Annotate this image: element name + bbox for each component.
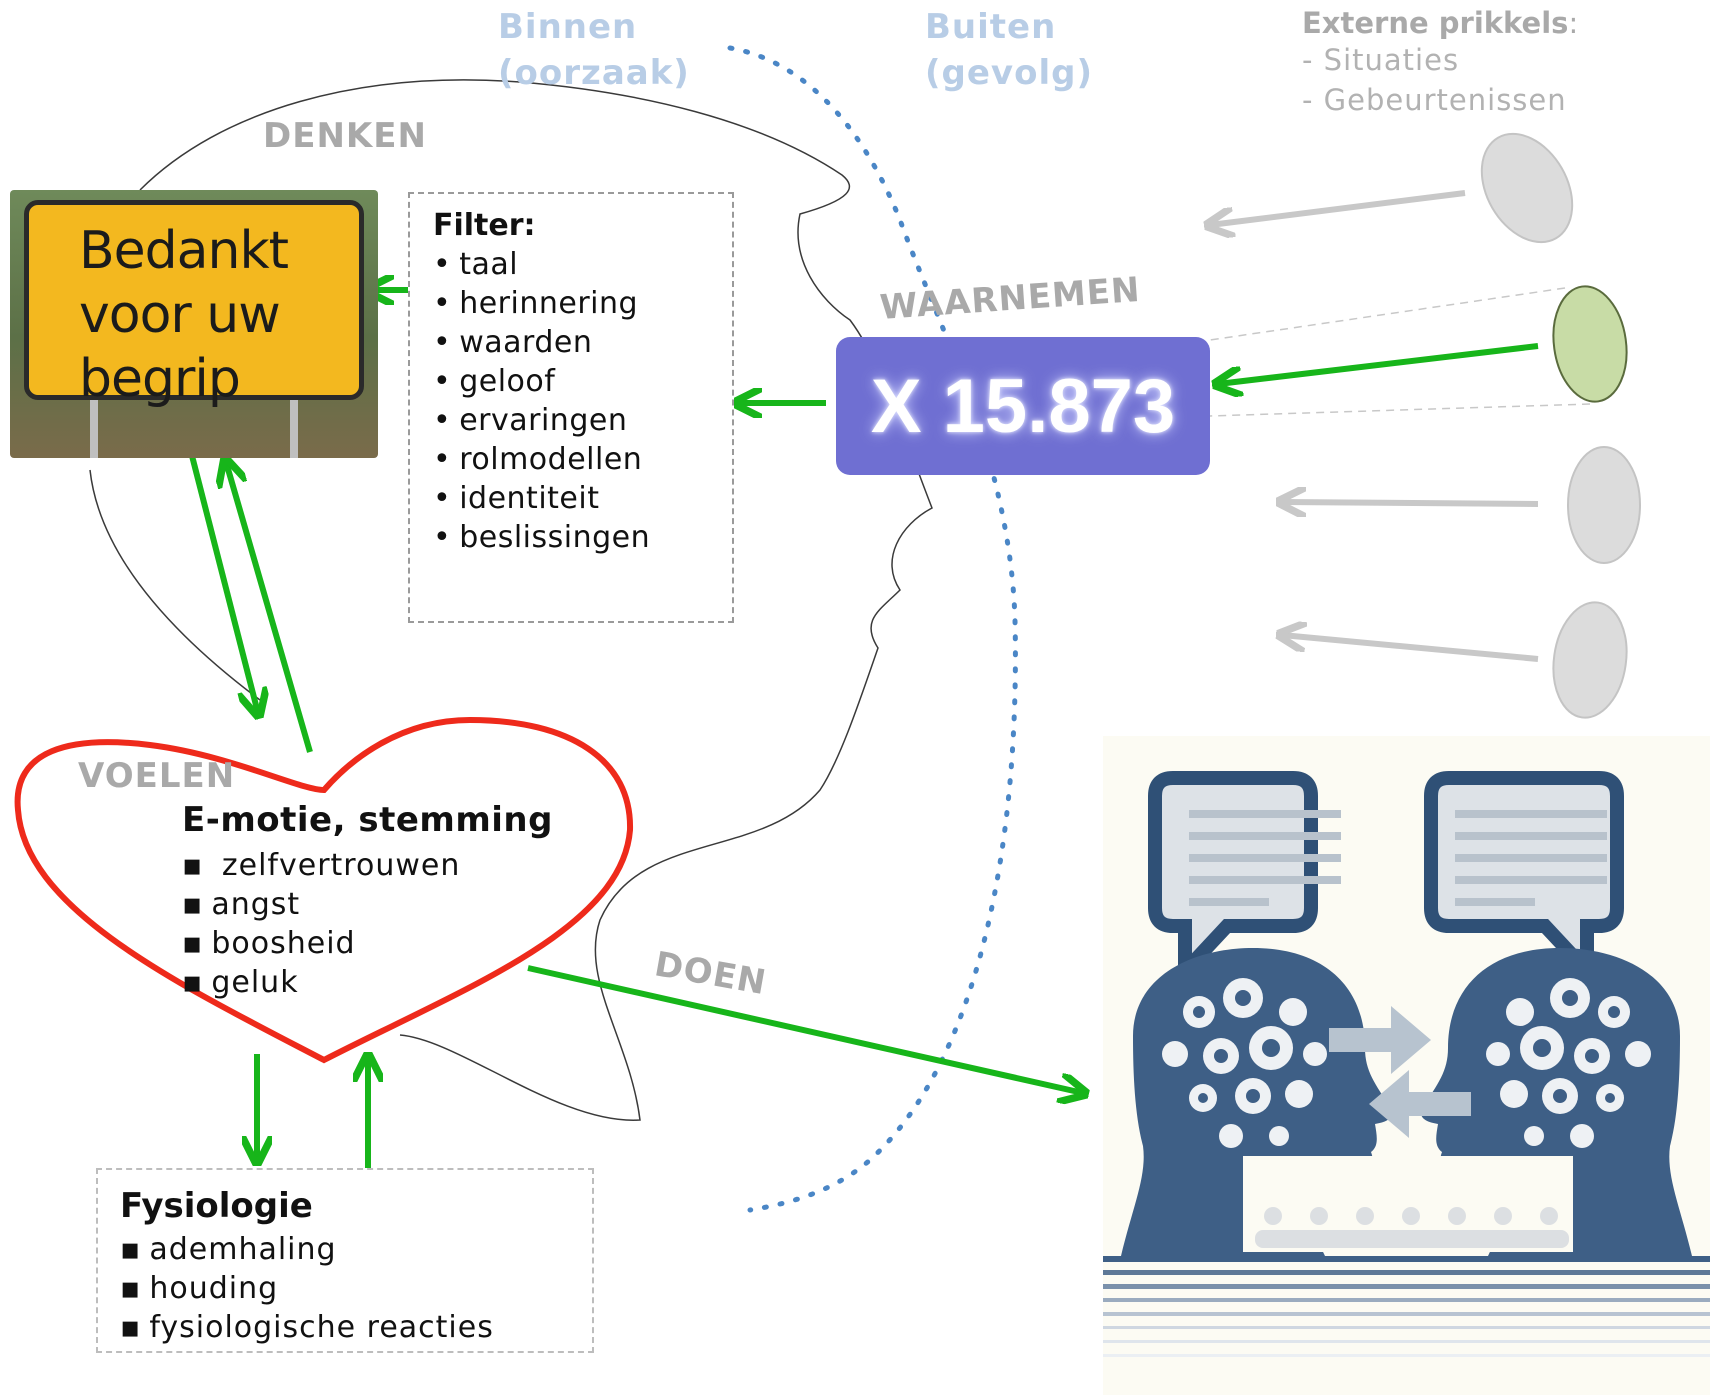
communication-illustration <box>1103 736 1710 1395</box>
arrow-stimulus-to-perception <box>1218 343 1539 384</box>
stimulus-arrow-1 <box>1210 190 1466 225</box>
two-heads-illustration <box>1103 771 1710 1357</box>
emotion-item: geluk <box>182 963 622 1002</box>
sign-line-2: voor uw <box>79 285 281 345</box>
cone-top-line <box>1209 287 1566 341</box>
external-stimuli-block: Externe prikkels: - Situaties - Gebeurte… <box>1302 6 1578 120</box>
emotion-block: E-motie, stemming zelfvertrouwen angst b… <box>182 800 622 1002</box>
filter-item: rolmodellen <box>433 440 732 479</box>
zone-label-inside: Binnen (oorzaak) <box>498 4 690 96</box>
external-item-events: - Gebeurtenissen <box>1302 83 1567 117</box>
filter-item: herinnering <box>433 284 732 323</box>
stimulus-oval-4 <box>1552 601 1628 719</box>
physiology-title: Fysiologie <box>120 1186 313 1226</box>
zone-outside-line-1: Buiten <box>925 7 1057 47</box>
gear-holes-left <box>1193 990 1280 1103</box>
stimulus-oval-3 <box>1567 446 1641 564</box>
emotion-item: angst <box>182 885 622 924</box>
arrow-thought-to-feeling <box>187 447 258 713</box>
speech-bubble-left <box>1148 771 1341 989</box>
filter-box: Filter: taal herinnering waarden geloof … <box>408 192 734 623</box>
gear-holes-right <box>1533 990 1620 1103</box>
external-stimuli-title: Externe prikkels: <box>1302 6 1578 40</box>
filter-item: identiteit <box>433 479 732 518</box>
sign-post-left <box>90 400 98 458</box>
exchange-arrows <box>1329 1006 1471 1138</box>
emotion-item: zelfvertrouwen <box>182 846 622 885</box>
boundary-line <box>727 45 1018 1213</box>
filter-item: waarden <box>433 323 732 362</box>
physiology-item: houding <box>120 1269 592 1308</box>
external-title-text: Externe prikkels <box>1302 6 1569 40</box>
sign-post-right <box>290 400 298 458</box>
filter-item: geloof <box>433 362 732 401</box>
stimulus-arrow-4 <box>1282 635 1539 662</box>
emotion-title: E-motie, stemming <box>182 800 553 840</box>
zone-inside-line-1: Binnen <box>498 7 638 47</box>
cone-bottom-line <box>1209 403 1591 417</box>
filter-item: beslissingen <box>433 518 732 557</box>
filter-title: Filter: <box>433 208 536 243</box>
filter-item: ervaringen <box>433 401 732 440</box>
sign-line-1: Bedankt <box>79 221 289 281</box>
speech-bubble-right <box>1424 771 1624 989</box>
physiology-box: Fysiologie ademhaling houding fysiologis… <box>96 1168 594 1353</box>
thought-sign-photo: Bedankt voor uw begrip <box>10 190 378 458</box>
external-item-situations: - Situaties <box>1302 43 1460 77</box>
filter-item: taal <box>433 245 732 284</box>
stimulus-arrow-3 <box>1282 502 1539 504</box>
filter-list: taal herinnering waarden geloof ervaring… <box>433 245 732 557</box>
physiology-list: ademhaling houding fysiologische reactie… <box>120 1230 592 1347</box>
external-title-colon: : <box>1568 6 1579 40</box>
stimulus-oval-selected <box>1552 285 1628 403</box>
emotion-list: zelfvertrouwen angst boosheid geluk <box>182 846 622 1002</box>
physiology-item: ademhaling <box>120 1230 592 1269</box>
zone-label-outside: Buiten (gevolg) <box>925 4 1093 96</box>
zone-outside-line-2: (gevolg) <box>925 53 1093 93</box>
perception-counter: X 15.873 <box>836 337 1210 475</box>
sign-line-3: begrip <box>79 349 241 409</box>
emotion-item: boosheid <box>182 924 622 963</box>
physiology-item: fysiologische reacties <box>120 1308 592 1347</box>
stimulus-oval-1 <box>1480 132 1574 244</box>
sign-plate: Bedankt voor uw begrip <box>24 200 364 409</box>
label-feeling: VOELEN <box>78 756 236 796</box>
floor-stripes <box>1103 1256 1710 1357</box>
audience-figures <box>1255 1207 1569 1248</box>
label-thinking: DENKEN <box>263 116 427 156</box>
arrow-feeling-to-thought <box>226 462 313 753</box>
zone-inside-line-2: (oorzaak) <box>498 53 690 93</box>
